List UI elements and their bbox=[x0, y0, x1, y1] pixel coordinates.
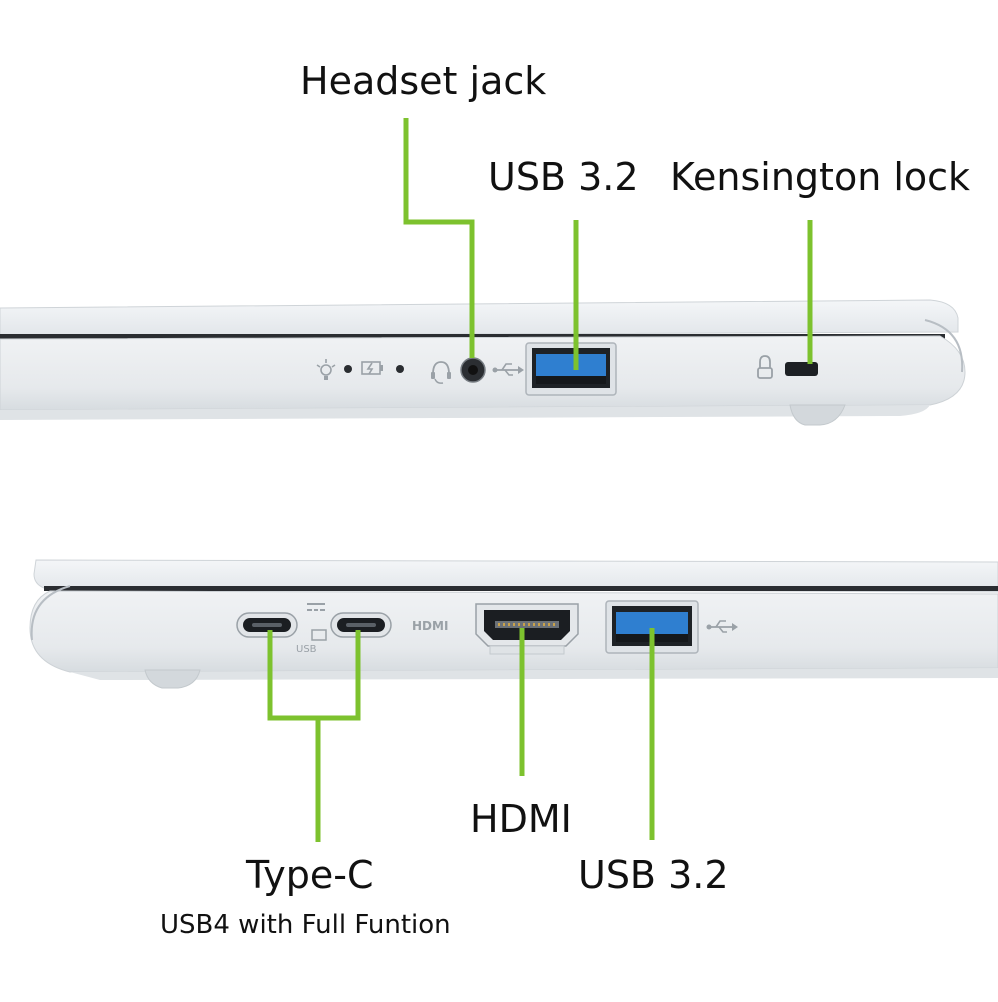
hdmi-mark: HDMI bbox=[412, 619, 448, 633]
power-led bbox=[344, 365, 352, 373]
lock-icon bbox=[757, 355, 773, 379]
usb-c-port-2 bbox=[330, 612, 392, 638]
usb-icon-bottom bbox=[706, 620, 738, 633]
headset-jack-label: Headset jack bbox=[300, 59, 547, 103]
battery-charging-icon bbox=[361, 361, 383, 375]
usb4-mark: USB bbox=[296, 644, 317, 655]
usb-c-port-1 bbox=[236, 612, 298, 638]
display-icon bbox=[311, 629, 327, 641]
hdmi-port bbox=[475, 603, 579, 655]
hdmi-label: HDMI bbox=[470, 797, 572, 841]
light-icon bbox=[316, 359, 336, 380]
typec-bracket-line bbox=[267, 630, 361, 721]
usb-port-top bbox=[525, 342, 617, 396]
usb-icon bbox=[492, 363, 524, 376]
usb-top-label: USB 3.2 bbox=[488, 155, 639, 199]
headset-icon bbox=[431, 361, 451, 384]
kensington-lock-label: Kensington lock bbox=[670, 155, 971, 199]
kensington-slot bbox=[785, 362, 818, 376]
headset-jack bbox=[460, 357, 486, 383]
thunderbolt-icon bbox=[307, 603, 325, 611]
battery-led bbox=[396, 365, 404, 373]
usb-bottom-label: USB 3.2 bbox=[578, 853, 729, 897]
typec-sub-label: USB4 with Full Funtion bbox=[160, 910, 451, 940]
typec-label: Type-C bbox=[246, 853, 374, 897]
headset-callout-line bbox=[403, 118, 475, 358]
